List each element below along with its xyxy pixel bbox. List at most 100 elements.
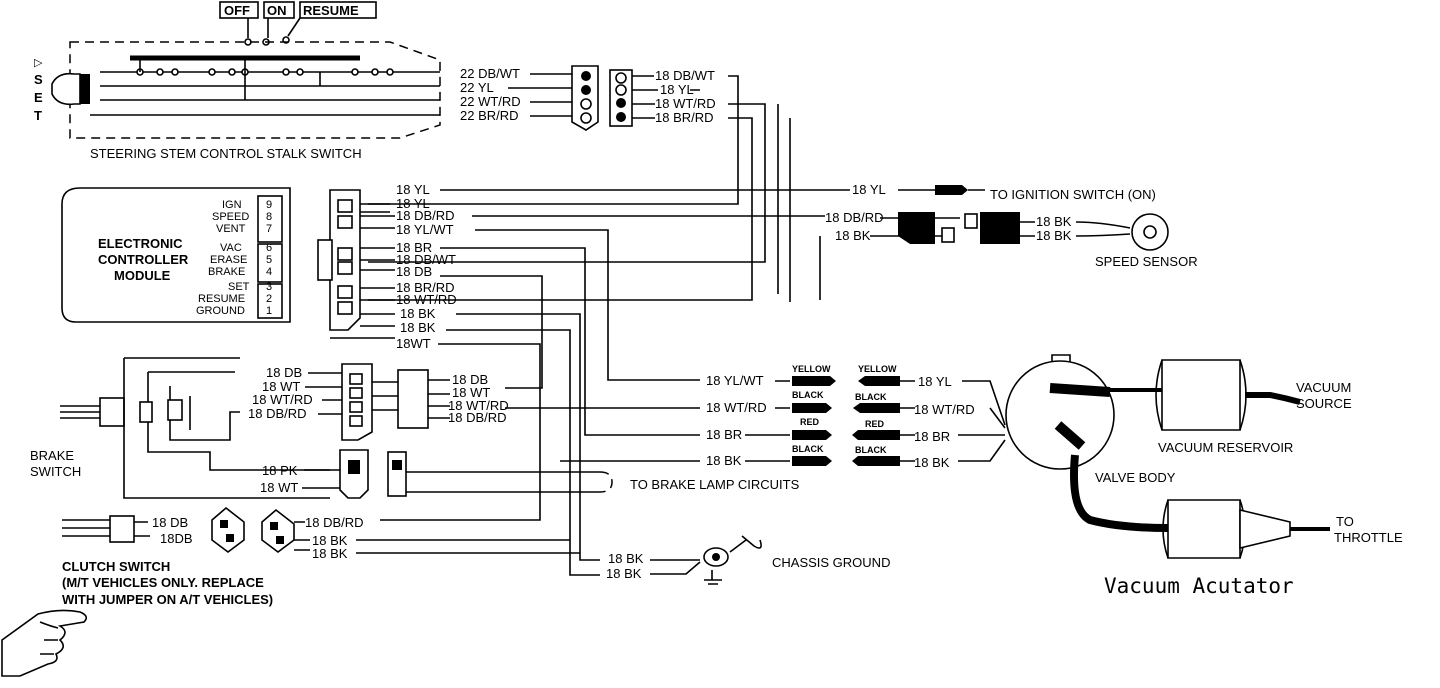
- speed-sensor-label: SPEED SENSOR: [1095, 254, 1198, 269]
- on-label: ON: [267, 3, 287, 18]
- ecm-title-1: ELECTRONIC: [98, 236, 183, 251]
- ecm-pin-set: SET: [228, 281, 250, 293]
- ecm-wire-10: 18 BK: [400, 306, 436, 321]
- clutch-wire-1: 18 DB: [152, 515, 188, 530]
- clutch-out-wire-2: 18 BK: [312, 533, 348, 548]
- ecm-wire-8: 18 BR/RD: [396, 280, 455, 295]
- ecm-pin-vent-num: 7: [266, 223, 272, 235]
- ecm-title-2: CONTROLLER: [98, 252, 189, 267]
- valve-body-label: VALVE BODY: [1095, 470, 1176, 485]
- stalk-wire-3: 22 WT/RD: [460, 94, 521, 109]
- ecm-wire-3: 18 DB/RD: [396, 208, 455, 223]
- stalk-connector: [571, 65, 633, 131]
- valve-body-icon: [1005, 354, 1162, 470]
- brake-out-wire-1: 18 DB: [452, 372, 488, 387]
- ecm-pin-ground: GROUND: [196, 305, 245, 317]
- set-letter-e: E: [34, 90, 43, 105]
- ecm-pin-brake-num: 4: [266, 266, 272, 278]
- ecm-pin-list: IGN 9 SPEED 8 VENT 7 VAC 6 ERASE 5 BRAKE…: [196, 199, 272, 317]
- stalk-out-wire-3: 18 WT/RD: [655, 96, 716, 111]
- clutch-label-1: CLUTCH SWITCH: [62, 559, 170, 574]
- valve-wire-labels: 18 YL/WT 18 WT/RD 18 BR 18 BK: [505, 373, 790, 468]
- off-label: OFF: [224, 3, 250, 18]
- brake-switch-label-1: BRAKE: [30, 448, 74, 463]
- conn-right-color-2: BLACK: [855, 392, 887, 402]
- stalk-wire-labels: 22 DB/WT 22 YL 22 WT/RD 22 BR/RD: [460, 66, 572, 123]
- valve-right-wire-1: 18 YL: [918, 374, 952, 389]
- clutch-label-3: WITH JUMPER ON A/T VEHICLES): [62, 592, 273, 607]
- ecm-wire-4: 18 YL/WT: [396, 222, 454, 237]
- conn-left-color-1: YELLOW: [792, 364, 831, 374]
- ecm-wire-5: 18 BR: [396, 240, 432, 255]
- valve-right-wire-2: 18 WT/RD: [914, 402, 975, 417]
- conn-right-color-4: BLACK: [855, 445, 887, 455]
- chassis-ground-label: CHASSIS GROUND: [772, 555, 890, 570]
- brake-lamp-label: TO BRAKE LAMP CIRCUITS: [630, 477, 800, 492]
- ecm-pin-resume: RESUME: [198, 293, 245, 305]
- brake-wire-labels: 18 DB 18 WT 18 WT/RD 18 DB/RD: [248, 365, 342, 421]
- set-letter-s: S: [34, 72, 43, 87]
- clutch-wire-2: 18DB: [160, 531, 193, 546]
- ecm-wire-1: 18 YL: [396, 182, 430, 197]
- ecm-pin-ground-num: 1: [266, 305, 272, 317]
- set-button-icon: [51, 72, 90, 106]
- ecm-pin-set-num: 3: [266, 281, 272, 293]
- set-arrow-icon: ▷: [34, 57, 43, 69]
- chassis-ground-group: 18 BK 18 BK CHASSIS GROUND: [606, 535, 890, 585]
- brake-out-wire-3: 18 WT/RD: [448, 398, 509, 413]
- ecm-pin-vent: VENT: [216, 223, 246, 235]
- brake-out-wire-2: 18 WT: [452, 385, 490, 400]
- ecm-pin-vac-num: 6: [266, 242, 272, 254]
- vacuum-source-2: SOURCE: [1296, 396, 1352, 411]
- brake-wire-2: 18 WT: [262, 379, 300, 394]
- stalk-out-wire-2: 18 YL: [660, 82, 694, 97]
- valve-wire-3: 18 BR: [706, 427, 742, 442]
- throttle-label-1: TO: [1336, 514, 1354, 529]
- resume-label: RESUME: [303, 3, 359, 18]
- vacuum-source-1: VACUUM: [1296, 380, 1351, 395]
- stalk-out-wire-labels: 18 DB/WT 18 YL 18 WT/RD 18 BR/RD: [368, 68, 791, 302]
- ground-terminal-icon: [703, 547, 729, 567]
- ecm-pin-ign-num: 9: [266, 199, 272, 211]
- speed-sensor-icon: [1131, 213, 1169, 251]
- valve-connectors-left: YELLOW BLACK RED BLACK: [792, 364, 836, 466]
- ecm-wire-7: 18 DB: [396, 264, 432, 279]
- ecm-title-3: MODULE: [114, 268, 171, 283]
- ground-wire-1: 18 BK: [608, 551, 644, 566]
- speed-right-wire-1: 18 BK: [1036, 214, 1072, 229]
- valve-wire-1: 18 YL/WT: [706, 373, 764, 388]
- conn-right-color-3: RED: [865, 419, 885, 429]
- conn-left-color-3: RED: [800, 417, 820, 427]
- brake-lamp-group: 18 PK 18 WT TO BRAKE LAMP CIRCUITS: [260, 449, 800, 499]
- lamp-wire-2: 18 WT: [260, 480, 298, 495]
- stalk-switch-label: STEERING STEM CONTROL STALK SWITCH: [90, 146, 362, 161]
- stalk-wire-1: 22 DB/WT: [460, 66, 520, 81]
- brake-switch-icon: [60, 357, 330, 499]
- ecm-pin-resume-num: 2: [266, 293, 272, 305]
- brake-switch-label-2: SWITCH: [30, 464, 81, 479]
- brake-wire-3: 18 WT/RD: [252, 392, 313, 407]
- ecm-pin-ign: IGN: [222, 199, 242, 211]
- ecm-wire-9: 18 WT/RD: [396, 292, 457, 307]
- speed-right-wire-2: 18 BK: [1036, 228, 1072, 243]
- ecm-wire-6: 18 DB/WT: [396, 252, 456, 267]
- switch-position-labels: OFF ON RESUME: [219, 1, 377, 46]
- ground-wire-2: 18 BK: [606, 566, 642, 581]
- ecm-pin-brake: BRAKE: [208, 266, 245, 278]
- ignition-label: TO IGNITION SWITCH (ON): [990, 187, 1156, 202]
- brake-connector: 18 DB 18 WT 18 WT/RD 18 DB/RD: [341, 363, 509, 441]
- conn-left-color-4: BLACK: [792, 444, 824, 454]
- ecm-connector: [317, 189, 361, 331]
- stalk-out-wire-1: 18 DB/WT: [655, 68, 715, 83]
- clutch-connectors: [211, 506, 310, 553]
- ignition-connector: 18 YL TO IGNITION SWITCH (ON): [852, 182, 1156, 202]
- valve-right-wire-4: 18 BK: [914, 455, 950, 470]
- vacuum-reservoir-label: VACUUM RESERVOIR: [1158, 440, 1293, 455]
- lamp-wire-1: 18 PK: [262, 463, 298, 478]
- conn-right-color-1: YELLOW: [858, 364, 897, 374]
- speed-sensor-group: 18 DB/RD 18 BK 18 BK 18 BK SPEED SENSOR: [819, 210, 1198, 300]
- ignition-wire: 18 YL: [852, 182, 886, 197]
- set-letter-t: T: [34, 108, 42, 123]
- vacuum-actuator-icon: [1070, 454, 1330, 559]
- ecm-box: [61, 187, 291, 323]
